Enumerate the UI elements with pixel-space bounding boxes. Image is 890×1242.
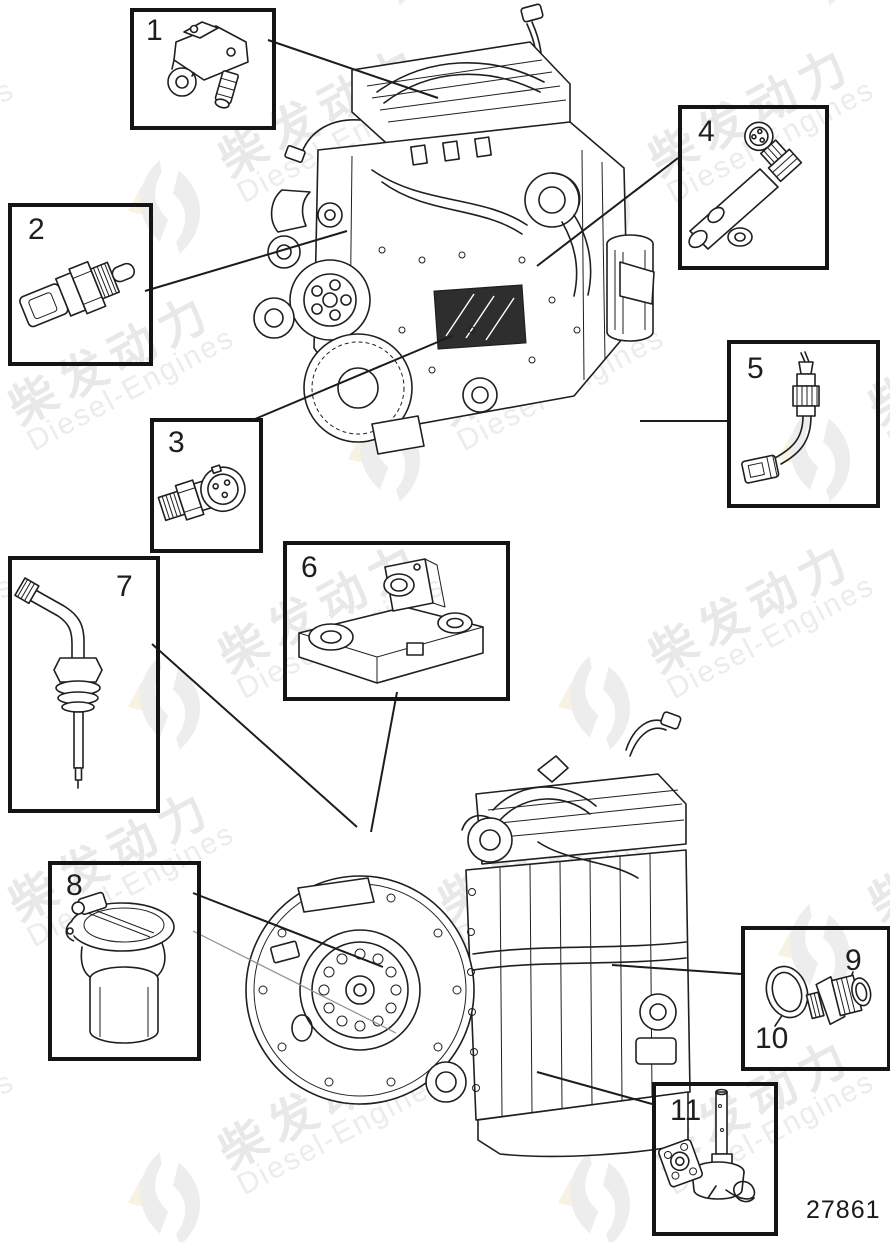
bracket-mounted-sensor-sketch: [298, 558, 484, 684]
watermark-cn-text: 柴发动力: [0, 1026, 3, 1179]
callout-number-6: 6: [301, 551, 318, 584]
callout-box-6: 6: [283, 541, 510, 701]
callout-number-3: 3: [168, 426, 185, 459]
callout-box-2: 2: [8, 203, 153, 366]
watermark-cn-text: 柴发动力: [639, 530, 863, 683]
callout-box-9-10: 9 10: [741, 926, 890, 1071]
callout-number-7: 7: [116, 570, 133, 603]
callout-number-11: 11: [670, 1094, 702, 1127]
callout-number-9: 9: [845, 944, 862, 977]
callout-number-8: 8: [66, 869, 83, 902]
callout-number-10: 10: [755, 1022, 789, 1055]
exhaust-temperature-sensor-sketch: [14, 577, 103, 789]
callout-box-7: 7: [8, 556, 160, 813]
callout-number-4: 4: [698, 115, 715, 148]
brand-logo-watermark-icon: [822, 0, 850, 6]
drain-valve-sketch: [658, 1088, 756, 1203]
brand-logo-watermark-icon: [0, 885, 25, 1016]
watermark-en-text: Diesel-Engines: [661, 568, 881, 706]
callout-box-4: 4: [678, 105, 829, 270]
callout-number-5: 5: [747, 352, 764, 385]
callout-box-3: 3: [150, 418, 263, 553]
callout-box-11: 11: [652, 1082, 778, 1236]
brand-logo-watermark-icon: [0, 0, 25, 24]
brand-logo-watermark-icon: [0, 389, 25, 520]
watermark-tile: 柴发动力 Diesel-Engines: [0, 1015, 25, 1242]
callout-number-2: 2: [28, 213, 45, 246]
bottom-engine-illustration: [245, 711, 691, 1158]
callout-box-8: 8: [48, 861, 201, 1061]
watermark-cn-text: 柴发动力: [859, 778, 890, 931]
boost-pressure-sensor-sketch: [167, 21, 249, 109]
callout-box-5: 5: [727, 340, 880, 508]
watermark-en-text: Diesel-Engines: [881, 320, 890, 458]
watermark-cn-text: 柴发动力: [0, 530, 3, 683]
fuel-rail-pressure-sensor-sketch: [688, 121, 803, 250]
watermark-cn-text: 柴发动力: [0, 34, 3, 187]
breather-filter-sketch: [65, 891, 175, 1044]
watermark-en-text: Diesel-Engines: [0, 72, 21, 210]
brand-logo-watermark-icon: [127, 1152, 200, 1242]
drawing-number: 27861: [806, 1196, 881, 1224]
top-engine-illustration: [253, 3, 655, 455]
callout-number-1: 1: [146, 14, 163, 47]
coolant-temperature-sensor-sketch: [19, 260, 136, 328]
watermark-en-text: Diesel-Engines: [0, 1064, 21, 1202]
oil-pressure-sensor-sketch: [157, 464, 246, 522]
callout-box-1: 1: [130, 8, 276, 130]
watermark-tile: 柴发动力 Diesel-Engines: [757, 0, 890, 24]
